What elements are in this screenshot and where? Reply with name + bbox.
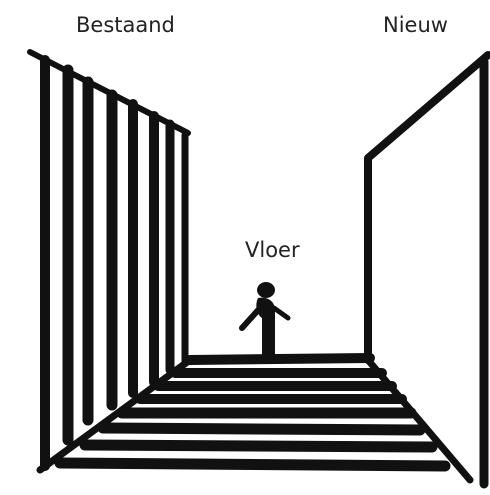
floor-stripe <box>103 428 420 430</box>
floor-back-edge <box>190 358 370 360</box>
floor-stripe <box>85 445 432 447</box>
human-figure <box>242 282 288 356</box>
figure-right-arm <box>274 308 288 318</box>
floor-label: Vloer <box>245 240 300 261</box>
existing-wall-label: Bestaand <box>76 15 175 36</box>
new-wall-label: Nieuw <box>383 15 448 36</box>
existing-wall <box>30 52 190 470</box>
floor-stripe <box>60 463 445 466</box>
figure-head <box>257 282 275 298</box>
new-wall <box>368 55 488 484</box>
floor <box>60 358 470 480</box>
new-wall-outline <box>368 55 488 360</box>
figure-left-arm <box>242 308 260 328</box>
